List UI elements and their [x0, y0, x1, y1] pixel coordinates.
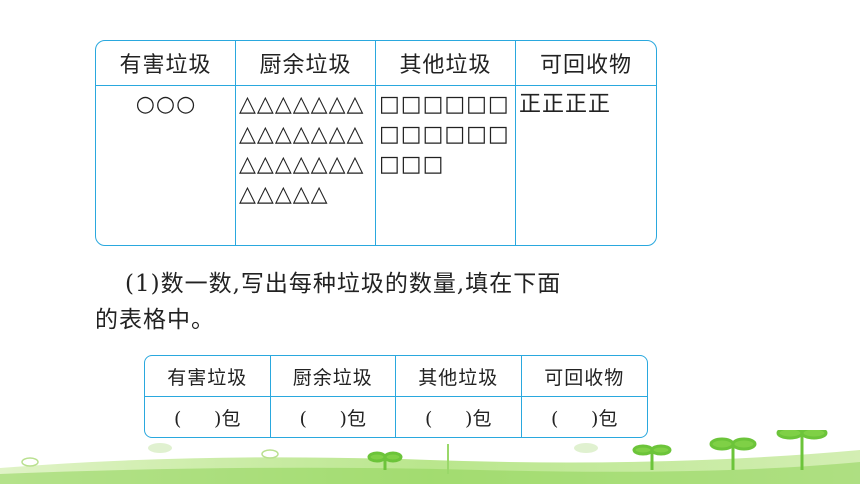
tally-cell-hazardous: ○○○ [96, 86, 236, 245]
unit-label: 包 [346, 407, 366, 430]
answer-header-hazardous: 有害垃圾 [145, 356, 271, 397]
tally-header-recyclable: 可回收物 [516, 41, 656, 86]
sprout-icon [367, 451, 403, 470]
unit-label: 包 [472, 407, 492, 430]
open-paren: ( [174, 407, 182, 430]
tally-cell-other: □□□□□□□□□□□□□□□ [376, 86, 516, 245]
answer-blank-recyclable[interactable]: ()包 [522, 397, 648, 437]
question-line-1: (1)数一数,写出每种垃圾的数量,填在下面 [95, 266, 695, 302]
answer-blank-row: ()包 ()包 ()包 ()包 [145, 397, 647, 437]
close-paren: ) [591, 407, 599, 430]
tally-cell-recyclable: 正正正正 [519, 92, 612, 117]
open-paren: ( [425, 407, 433, 430]
grass-sprout-decoration [0, 430, 860, 484]
question-line-2: 的表格中。 [95, 307, 215, 333]
answer-blank-kitchen[interactable]: ()包 [271, 397, 396, 437]
tally-header-hazardous: 有害垃圾 [96, 41, 236, 86]
tally-header-other: 其他垃圾 [376, 41, 516, 86]
close-paren: ) [214, 407, 222, 430]
close-paren: ) [465, 407, 473, 430]
unit-label: 包 [221, 407, 241, 430]
tally-header-row: 有害垃圾 厨余垃圾 其他垃圾 可回收物 [96, 41, 656, 86]
close-paren: ) [339, 407, 347, 430]
answer-blank-hazardous[interactable]: ()包 [145, 397, 271, 437]
tally-header-kitchen: 厨余垃圾 [236, 41, 376, 86]
answer-header-recyclable: 可回收物 [521, 356, 647, 397]
question-line-1-text: (1)数一数,写出每种垃圾的数量,填在下面 [125, 271, 562, 297]
answer-header-kitchen: 厨余垃圾 [270, 356, 396, 397]
unit-label: 包 [598, 407, 618, 430]
tally-data-row: ○○○ △△△△△△△△△△△△△△△△△△△△△△△△△△ □□□□□□□□□… [96, 86, 656, 245]
open-paren: ( [299, 407, 307, 430]
answer-blank-other[interactable]: ()包 [396, 397, 522, 437]
answer-header-row: 有害垃圾 厨余垃圾 其他垃圾 可回收物 [145, 356, 647, 397]
question-text: (1)数一数,写出每种垃圾的数量,填在下面 的表格中。 [95, 266, 695, 338]
open-paren: ( [551, 407, 559, 430]
tally-cell-kitchen: △△△△△△△△△△△△△△△△△△△△△△△△△△ [236, 86, 376, 245]
answer-header-other: 其他垃圾 [396, 356, 522, 397]
answer-table: 有害垃圾 厨余垃圾 其他垃圾 可回收物 ()包 ()包 ()包 ()包 [144, 355, 648, 438]
tally-table: 有害垃圾 厨余垃圾 其他垃圾 可回收物 ○○○ △△△△△△△△△△△△△△△△… [95, 40, 657, 246]
